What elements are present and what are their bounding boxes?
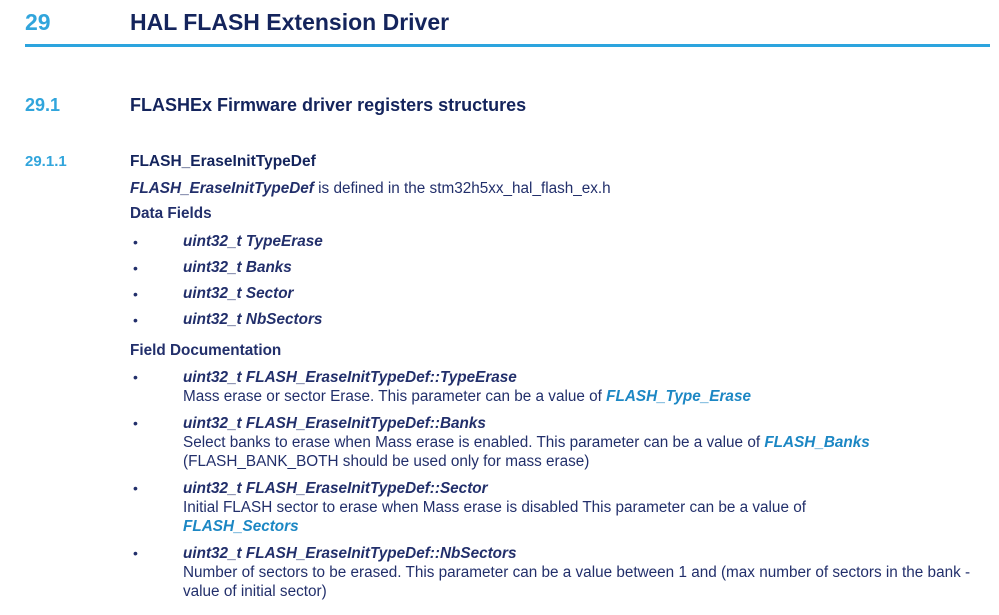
field-doc-heading: Field Documentation <box>130 342 282 359</box>
field-doc-item-description: Initial FLASH sector to erase when Mass … <box>183 499 806 535</box>
field-doc-item-description: Select banks to erase when Mass erase is… <box>183 434 870 470</box>
intro-text: is defined in the stm32h5xx_hal_flash_ex… <box>313 180 611 197</box>
subsection-title: FLASH_EraseInitTypeDef <box>130 153 316 170</box>
chapter-title: HAL FLASH Extension Driver <box>130 9 450 35</box>
intro-struct-name: FLASH_EraseInitTypeDef <box>130 180 314 197</box>
field-doc-list: uint32_t FLASH_EraseInitTypeDef::TypeEra… <box>130 368 984 601</box>
data-field-item: uint32_t Sector <box>130 281 984 307</box>
chapter-number: 29 <box>25 9 51 35</box>
field-doc-item-title: uint32_t FLASH_EraseInitTypeDef::NbSecto… <box>183 545 517 562</box>
chapter-rule-divider <box>25 44 990 47</box>
field-doc-item-title: uint32_t FLASH_EraseInitTypeDef::Banks <box>183 415 486 432</box>
link-flash-banks[interactable]: FLASH_Banks <box>764 434 870 451</box>
chapter-heading: 29 HAL FLASH Extension Driver <box>25 8 990 36</box>
subsection-number: 29.1.1 <box>25 153 67 170</box>
field-doc-item: uint32_t FLASH_EraseInitTypeDef::BanksSe… <box>130 414 984 471</box>
data-field-item: uint32_t NbSectors <box>130 307 984 333</box>
field-doc-item: uint32_t FLASH_EraseInitTypeDef::NbSecto… <box>130 544 984 601</box>
intro-paragraph: FLASH_EraseInitTypeDef is defined in the… <box>130 179 984 198</box>
data-field-item: uint32_t Banks <box>130 255 984 281</box>
field-doc-item-title: uint32_t FLASH_EraseInitTypeDef::TypeEra… <box>183 369 517 386</box>
section-content: FLASH_EraseInitTypeDef is defined in the… <box>130 179 984 601</box>
field-doc-item: uint32_t FLASH_EraseInitTypeDef::TypeEra… <box>130 368 984 406</box>
section-number: 29.1 <box>25 95 61 115</box>
data-fields-heading: Data Fields <box>130 205 212 222</box>
section-heading: 29.1 FLASHEx Firmware driver registers s… <box>25 94 990 116</box>
subsection-heading: 29.1.1 FLASH_EraseInitTypeDef <box>25 152 990 171</box>
data-fields-list: uint32_t TypeEraseuint32_t Banksuint32_t… <box>130 229 984 333</box>
section-title: FLASHEx Firmware driver registers struct… <box>130 95 527 115</box>
field-doc-item-description: Mass erase or sector Erase. This paramet… <box>183 388 751 405</box>
data-field-item: uint32_t TypeErase <box>130 229 984 255</box>
field-doc-item-title: uint32_t FLASH_EraseInitTypeDef::Sector <box>183 480 488 497</box>
field-doc-item: uint32_t FLASH_EraseInitTypeDef::SectorI… <box>130 479 984 536</box>
field-doc-item-description: Number of sectors to be erased. This par… <box>183 564 971 600</box>
link-flash-type-erase[interactable]: FLASH_Type_Erase <box>606 388 751 405</box>
link-flash-sectors[interactable]: FLASH_Sectors <box>183 518 299 535</box>
